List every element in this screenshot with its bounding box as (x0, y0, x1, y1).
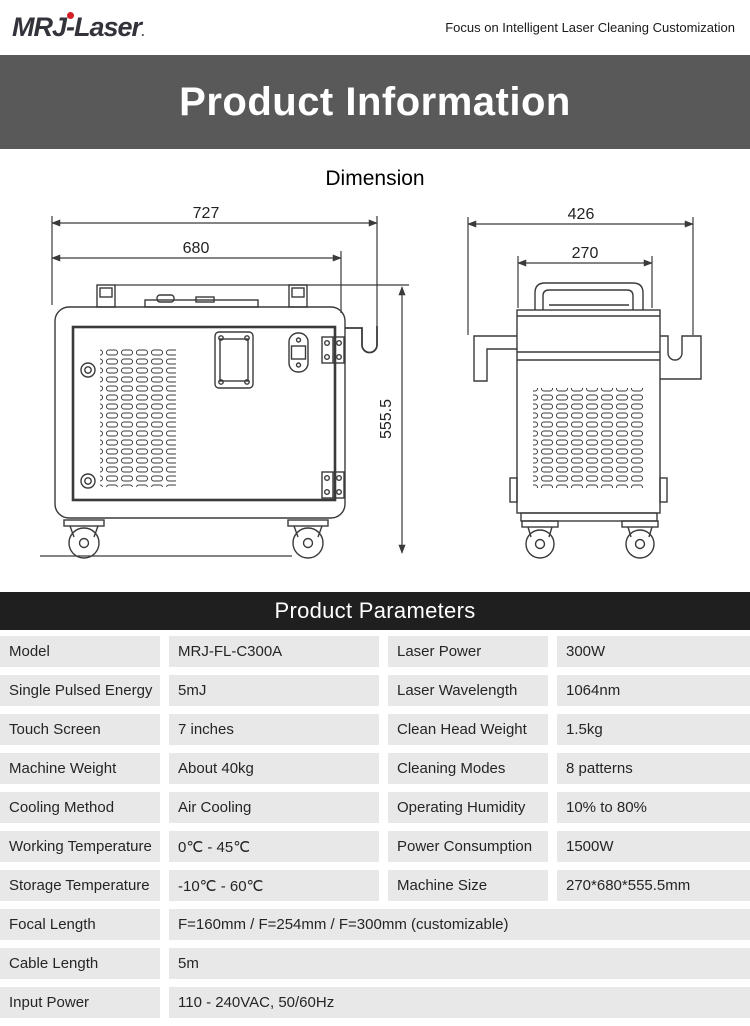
param-value-cell: 7 inches (169, 714, 379, 745)
parameters-table: Model MRJ-FL-C300A Laser Power 300W Sing… (0, 636, 750, 1018)
param-label-cell: Working Temperature (0, 831, 160, 862)
side-tab-right (659, 477, 668, 503)
param-value-cell: 1.5kg (557, 714, 750, 745)
product-information-title: Product Information (179, 79, 571, 124)
side-outer-width-label: 426 (568, 206, 595, 223)
side-vent-grille (533, 388, 643, 488)
dimension-heading: Dimension (325, 167, 425, 190)
param-value-cell: 0℃ - 45℃ (169, 831, 379, 862)
side-caster-right (621, 520, 659, 559)
header-tagline: Focus on Intelligent Laser Cleaning Cust… (445, 20, 735, 35)
side-inner-width-label: 270 (572, 245, 599, 262)
front-outer-width-label: 727 (193, 205, 220, 222)
param-label-cell: Cooling Method (0, 792, 160, 823)
front-access-plate (214, 331, 254, 389)
side-caster-left (521, 520, 559, 559)
param-label-cell: Focal Length (0, 909, 160, 940)
param-label-cell: Cable Length (0, 948, 160, 979)
param-value-cell: 1064nm (557, 675, 750, 706)
front-dimension-lines (40, 216, 409, 557)
front-view-drawing (40, 216, 409, 559)
front-vent-grille (100, 347, 176, 487)
side-dimension-lines (467, 217, 694, 335)
param-label-cell: Power Consumption (388, 831, 548, 862)
param-label-cell: Operating Humidity (388, 792, 548, 823)
param-label-cell: Cleaning Modes (388, 753, 548, 784)
brand-logo: MRJ-Laser. (12, 12, 145, 43)
brand-logo-text: MRJ-Laser (12, 12, 142, 42)
param-value-cell: 270*680*555.5mm (557, 870, 750, 901)
param-label-cell: Input Power (0, 987, 160, 1018)
front-oval-plate (288, 332, 309, 373)
param-value-cell: 10% to 80% (557, 792, 750, 823)
side-left-bracket (473, 335, 517, 382)
brand-logo-red-dot-icon (67, 12, 74, 19)
param-label-cell: Laser Wavelength (388, 675, 548, 706)
product-parameters-banner: Product Parameters (0, 592, 750, 630)
param-label-cell: Touch Screen (0, 714, 160, 745)
front-top-plate (144, 294, 259, 308)
param-value-cell: 5m (169, 948, 750, 979)
param-label-cell: Clean Head Weight (388, 714, 548, 745)
side-view-drawing (467, 217, 702, 559)
dimension-drawing: 727 680 555.5 426 270 (40, 205, 702, 559)
param-value-cell: -10℃ - 60℃ (169, 870, 379, 901)
front-inner-width-label: 680 (183, 240, 210, 257)
param-label-cell: Single Pulsed Energy (0, 675, 160, 706)
front-door-panel (71, 325, 337, 502)
param-label-cell: Machine Size (388, 870, 548, 901)
front-hinge-bottom (321, 471, 345, 499)
front-hinge-top (321, 336, 345, 364)
product-information-banner: Product Information (0, 55, 750, 149)
front-caster-right (287, 519, 329, 559)
param-value-cell: About 40kg (169, 753, 379, 784)
param-value-cell: MRJ-FL-C300A (169, 636, 379, 667)
side-base (520, 512, 658, 522)
param-value-cell: 1500W (557, 831, 750, 862)
side-tab-left (509, 477, 518, 503)
front-lock-screws (80, 362, 96, 489)
front-body (54, 306, 346, 519)
param-label-cell: Storage Temperature (0, 870, 160, 901)
product-parameters-title: Product Parameters (274, 598, 476, 623)
brand-logo-mark: . (141, 24, 145, 39)
param-label-cell: Machine Weight (0, 753, 160, 784)
top-header: MRJ-Laser. Focus on Intelligent Laser Cl… (0, 0, 750, 55)
param-value-cell: Air Cooling (169, 792, 379, 823)
param-label-cell: Laser Power (388, 636, 548, 667)
front-gun-hook (345, 326, 378, 354)
param-value-cell: 110 - 240VAC, 50/60Hz (169, 987, 750, 1018)
side-gun-rest-bracket (660, 335, 702, 380)
param-value-cell: 5mJ (169, 675, 379, 706)
front-caster-left (63, 519, 105, 559)
front-top-lugs (96, 284, 308, 308)
param-value-cell: F=160mm / F=254mm / F=300mm (customizabl… (169, 909, 750, 940)
side-handle (534, 282, 644, 310)
param-value-cell: 300W (557, 636, 750, 667)
param-value-cell: 8 patterns (557, 753, 750, 784)
front-height-label: 555.5 (378, 399, 395, 439)
param-label-cell: Model (0, 636, 160, 667)
